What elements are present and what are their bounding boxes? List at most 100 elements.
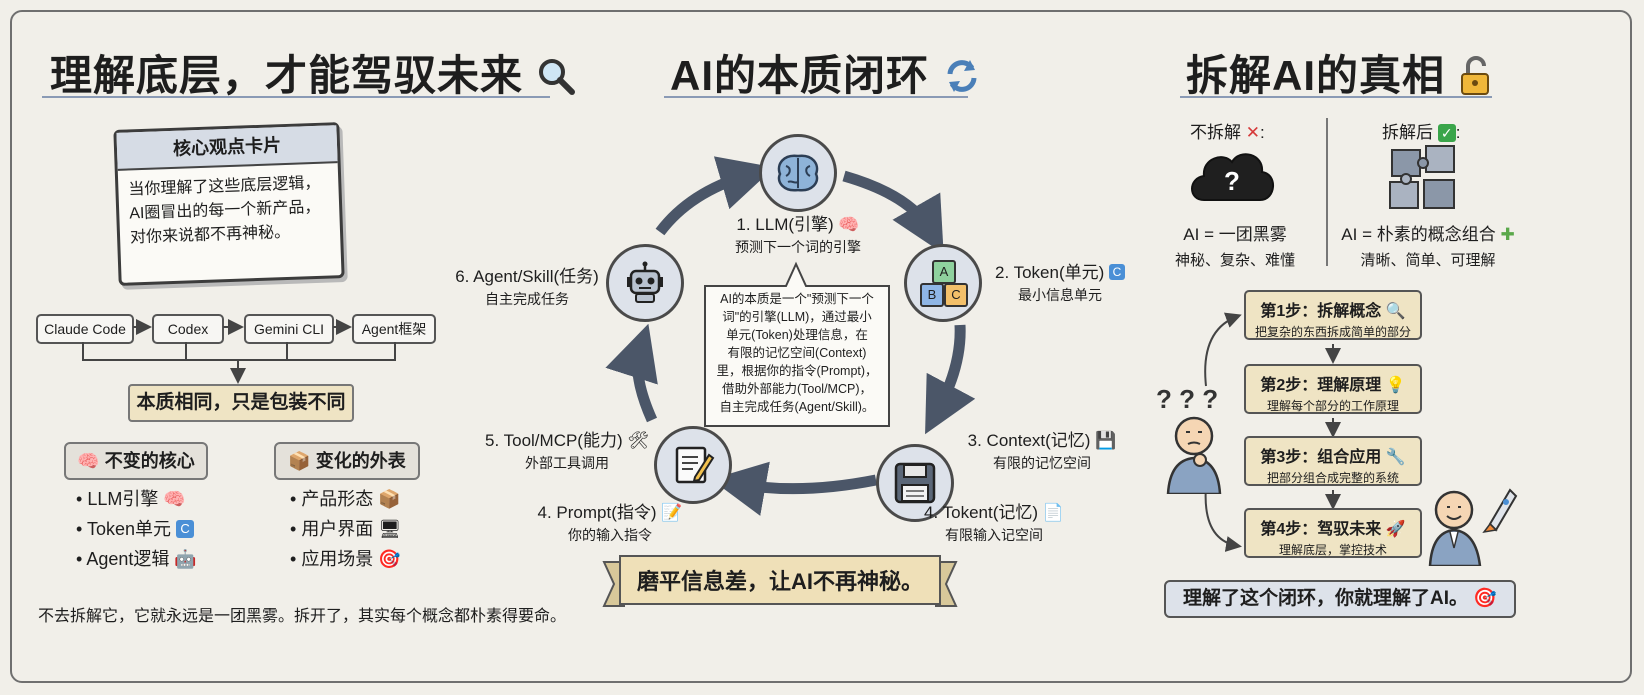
c-icon: C	[176, 520, 195, 538]
node-llm	[759, 134, 837, 212]
node-sub: 自主完成任务	[485, 291, 569, 307]
bubble-line: 词"的引擎(LLM)，通过最小	[722, 310, 872, 324]
brain-icon: 🧠	[77, 451, 100, 471]
left-title-underline	[42, 96, 550, 98]
right-title: 拆解AI的真相	[1186, 42, 1494, 103]
bubble-line: AI的本质是一个"预测下一个	[720, 292, 874, 306]
divider	[1326, 118, 1328, 266]
center-title-underline	[664, 96, 968, 98]
node-token: A B C	[904, 244, 982, 322]
after-label: 拆解后 ✓:	[1382, 123, 1461, 142]
refresh-icon	[947, 60, 977, 92]
surface-title: 变化的外表	[315, 451, 406, 471]
center-title-text: AI的本质闭环	[670, 52, 930, 99]
node-sub: 外部工具调用	[525, 455, 609, 471]
puzzle-icon: ✚	[1500, 225, 1515, 244]
ribbon-banner	[602, 555, 958, 607]
node-sub: 有限输入记空间	[945, 527, 1043, 543]
flow-claude-code: Claude Code	[36, 314, 134, 344]
box-icon: 📦	[378, 489, 401, 509]
node-sub: 有限的记忆空间	[993, 455, 1091, 471]
after-desc: 清晰、简单、可理解	[1360, 252, 1496, 269]
after-eq: AI = 朴素的概念组合 ✚	[1341, 225, 1515, 244]
node-prompt	[654, 426, 732, 504]
right-title-underline	[1180, 96, 1492, 98]
step-4: 第4步：驾驭未来 🚀 理解底层，掌控技术	[1244, 508, 1422, 558]
right-title-text: 拆解AI的真相	[1186, 52, 1446, 99]
node-prompt-label: 4. Prompt(指令) 📝 你的输入指令	[520, 498, 700, 545]
node-sub: 最小信息单元	[1018, 287, 1102, 303]
step-1: 第1步：拆解概念 🔍 把复杂的东西拆成简单的部分	[1244, 290, 1422, 340]
bubble-line: 借助外部能力(Tool/MCP)，	[721, 382, 872, 396]
before-text: AI = 一团黑雾 神秘、复杂、难懂	[1160, 220, 1310, 270]
rocket-icon: 🚀	[1385, 521, 1406, 538]
essence-banner: 本质相同，只是包装不同	[128, 384, 354, 422]
brain-icon	[777, 154, 819, 192]
notepad-icon	[675, 446, 715, 484]
surface-list: • 产品形态 📦 • 用户界面 🖥 • 应用场景 🎯	[290, 484, 401, 574]
step-3: 第3步：组合应用 🔧 把部分组合成完整的系统	[1244, 436, 1422, 486]
outer-frame	[10, 10, 1632, 683]
puzzle-icon	[1389, 145, 1455, 209]
monitor-icon: 🖥	[378, 519, 402, 539]
right-footer: 理解了这个闭环，你就理解了AI。 🎯	[1164, 580, 1516, 618]
node-name: 4. Prompt(指令)	[537, 503, 657, 522]
list-item: • Token单元 C	[76, 514, 197, 544]
document-icon: 📄	[1042, 503, 1064, 522]
core-list: • LLM引擎 🧠 • Token单元 C • Agent逻辑 🤖	[76, 484, 197, 574]
left-title-text: 理解底层，才能驾驭未来	[50, 52, 524, 99]
unlock-icon	[1460, 56, 1489, 95]
bubble-text: AI的本质是一个"预测下一个 词"的引擎(LLM)，通过最小 单元(Token)…	[706, 290, 888, 416]
check-icon: ✓	[1437, 124, 1456, 142]
steps-connectors	[1204, 312, 1341, 552]
memo-icon: 📝	[661, 503, 683, 522]
question-marks: ? ? ?	[1156, 384, 1219, 414]
list-item: • 产品形态 📦	[290, 489, 401, 509]
list-item: • 用户界面 🖥	[290, 519, 402, 539]
flow-gemini-cli: Gemini CLI	[244, 314, 334, 344]
tools-icon: 🛠	[627, 431, 649, 450]
node-tool-label: 5. Tool/MCP(能力) 🛠 外部工具调用	[478, 426, 656, 473]
node-context-label: 3. Context(记忆) 💾 有限的记忆空间	[956, 426, 1128, 473]
node-name: 4. Tokent(记忆)	[924, 503, 1039, 522]
core-pill: 🧠 不变的核心	[64, 442, 208, 480]
bubble-line: 有限的记忆空间(Context)	[727, 346, 867, 360]
flow-codex: Codex	[152, 314, 224, 344]
floppy-icon: 💾	[1095, 431, 1117, 450]
thinking-person-icon	[1166, 416, 1222, 494]
confident-person-icon	[1428, 488, 1518, 566]
list-item: • Agent逻辑 🤖	[76, 549, 197, 569]
list-item: • 应用场景 🎯	[290, 549, 401, 569]
core-view-card: 核心观点卡片 当你理解了这些底层逻辑， AI圈冒出的每一个新产品， 对你来说都不…	[113, 122, 345, 286]
brain-icon: 🧠	[163, 489, 186, 509]
left-title: 理解底层，才能驾驭未来	[50, 42, 576, 103]
floppy-icon	[894, 462, 936, 504]
node-agent-label: 6. Agent/Skill(任务) 自主完成任务	[452, 262, 602, 309]
bubble-line: 自主完成任务(Agent/Skill)。	[719, 400, 875, 414]
brain-icon: 🧠	[838, 215, 860, 234]
cross-icon: ✕	[1245, 123, 1260, 142]
cycle-arrows	[605, 156, 976, 516]
node-name: 2. Token(单元)	[994, 263, 1105, 282]
bubble-line: 单元(Token)处理信息，在	[726, 328, 868, 342]
core-title: 不变的核心	[104, 451, 195, 471]
center-title: AI的本质闭环	[670, 42, 982, 103]
magnifier-icon	[538, 59, 575, 95]
before-desc: 神秘、复杂、难懂	[1174, 252, 1295, 269]
robot-icon	[627, 261, 663, 303]
node-name: 1. LLM(引擎)	[736, 215, 834, 234]
bubble-line: 里，根据你的指令(Prompt)，	[716, 364, 878, 378]
cloud-icon: ?	[1191, 153, 1274, 201]
magnifier-icon: 🔍	[1385, 303, 1406, 320]
node-name: 5. Tool/MCP(能力)	[485, 431, 623, 450]
before-label: 不拆解 ✕:	[1190, 123, 1265, 142]
abc-blocks-icon: A B C	[918, 260, 968, 307]
box-icon: 📦	[288, 451, 311, 471]
lightbulb-icon: 💡	[1385, 377, 1406, 394]
target-icon: 🎯	[1473, 588, 1497, 609]
surface-pill: 📦 变化的外表	[274, 442, 420, 480]
node-llm-label: 1. LLM(引擎) 🧠 预测下一个词的引擎	[716, 210, 880, 257]
target-icon: 🎯	[378, 549, 401, 569]
speech-bubble	[704, 261, 890, 427]
